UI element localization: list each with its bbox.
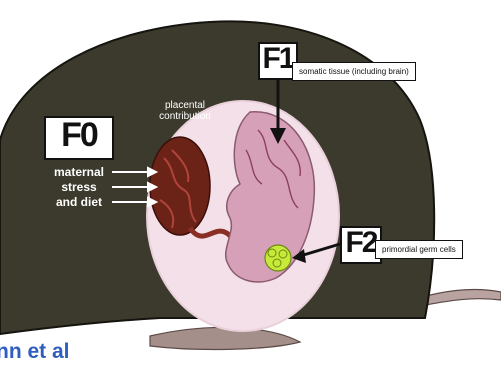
maternal-line: and diet	[16, 195, 142, 210]
f0-label: F0	[44, 116, 114, 160]
mouse-tail	[418, 290, 501, 306]
citation-text: nn et al	[0, 340, 70, 364]
maternal-inputs-label: maternal stress and diet	[16, 165, 142, 210]
mouse-foot	[150, 327, 300, 349]
maternal-line: maternal	[16, 165, 142, 180]
placental-line: contribution	[150, 111, 220, 122]
placental-line: placental	[150, 100, 220, 111]
f2-description: primordial germ cells	[375, 240, 463, 259]
maternal-line: stress	[16, 180, 142, 195]
f1-description: somatic tissue (including brain)	[292, 62, 416, 81]
placental-contribution-label: placental contribution	[150, 100, 220, 122]
